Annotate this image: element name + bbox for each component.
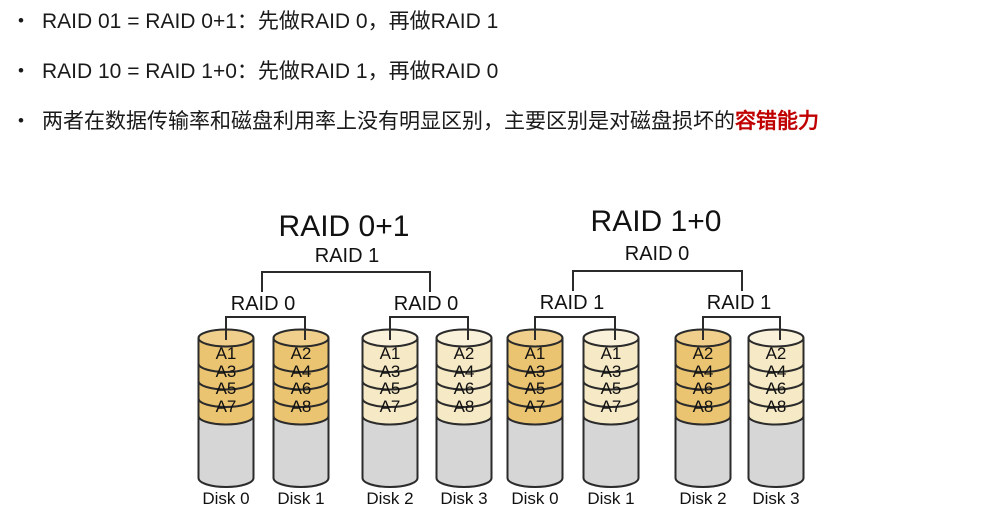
disk-cylinder-icon (272, 328, 330, 488)
bullet-item-difference: 两者在数据传输率和磁盘利用率上没有明显区别，主要区别是对磁盘损坏的容错能力 (18, 107, 819, 135)
disk-cylinder-icon (506, 328, 564, 488)
bullet-item-raid10: RAID 10 = RAID 1+0：先做RAID 1，再做RAID 0 (18, 57, 498, 85)
disk-raid01-disk2: A1 A3 A5 A7 Disk 2 (361, 328, 419, 508)
block-label: A5 (215, 379, 237, 398)
bracket-raid01-pair2 (389, 316, 469, 340)
disk-cylinder-icon (361, 328, 419, 488)
block-label: A2 (290, 344, 312, 363)
subgroup-label-raid1-a: RAID 1 (539, 292, 605, 314)
disk-raid01-disk3: A2 A4 A6 A8 Disk 3 (435, 328, 493, 508)
block-label: A3 (215, 362, 237, 381)
block-label: A8 (692, 397, 714, 416)
bracket-raid10-pair2 (702, 316, 781, 340)
bullet-highlight-text: 容错能力 (735, 110, 819, 133)
block-label: A1 (379, 344, 401, 363)
disk-label: Disk 2 (366, 489, 414, 508)
block-label: A8 (765, 397, 787, 416)
block-label: A1 (600, 344, 622, 363)
block-label: A1 (524, 344, 546, 363)
block-label: A2 (765, 344, 787, 363)
block-label: A3 (524, 362, 546, 381)
subgroup-label-raid0-b: RAID 0 (393, 293, 459, 315)
block-label: A8 (453, 397, 475, 416)
block-label: A6 (692, 379, 714, 398)
disk-label: Disk 1 (587, 489, 635, 508)
disk-raid10-disk1: A1 A3 A5 A7 Disk 1 (582, 328, 640, 508)
bracket-raid01-top (261, 271, 431, 292)
diagram-title-raid01: RAID 0+1 (278, 210, 410, 243)
bracket-raid01-pair1 (225, 316, 306, 340)
bracket-raid10-pair1 (534, 316, 616, 340)
block-label: A5 (600, 379, 622, 398)
block-label: A7 (215, 397, 237, 416)
disk-label: Disk 3 (440, 489, 488, 508)
block-label: A1 (215, 344, 237, 363)
block-label: A4 (290, 362, 312, 381)
bullet-item-raid01: RAID 01 = RAID 0+1：先做RAID 0，再做RAID 1 (18, 7, 498, 35)
disk-label: Disk 3 (752, 489, 800, 508)
disk-raid10-disk3: A2 A4 A6 A8 Disk 3 (747, 328, 805, 508)
block-label: A3 (600, 362, 622, 381)
block-label: A6 (290, 379, 312, 398)
subgroup-label-raid1-b: RAID 1 (706, 292, 772, 314)
block-label: A4 (765, 362, 787, 381)
group-label-raid0: RAID 0 (624, 243, 690, 265)
disk-cylinder-icon (747, 328, 805, 488)
disk-raid10-disk2: A2 A4 A6 A8 Disk 2 (674, 328, 732, 508)
bullet-text: RAID 10 = RAID 1+0：先做RAID 1，再做RAID 0 (42, 60, 499, 83)
bracket-raid10-top (572, 270, 743, 291)
block-label: A4 (453, 362, 475, 381)
disk-cylinder-icon (582, 328, 640, 488)
block-label: A8 (290, 397, 312, 416)
disk-label: Disk 0 (202, 489, 250, 508)
disk-raid01-disk1: A2 A4 A6 A8 Disk 1 (272, 328, 330, 508)
disk-cylinder-icon (435, 328, 493, 488)
block-label: A5 (379, 379, 401, 398)
bullet-text: 两者在数据传输率和磁盘利用率上没有明显区别，主要区别是对磁盘损坏的 (42, 110, 735, 133)
block-label: A2 (692, 344, 714, 363)
bullet-text: RAID 01 = RAID 0+1：先做RAID 0，再做RAID 1 (42, 10, 499, 33)
subgroup-label-raid0-a: RAID 0 (230, 293, 296, 315)
block-label: A2 (453, 344, 475, 363)
block-label: A7 (524, 397, 546, 416)
group-label-raid1: RAID 1 (314, 245, 380, 267)
block-label: A5 (524, 379, 546, 398)
disk-label: Disk 1 (277, 489, 325, 508)
disk-raid10-disk0: A1 A3 A5 A7 Disk 0 (506, 328, 564, 508)
block-label: A4 (692, 362, 714, 381)
block-label: A3 (379, 362, 401, 381)
disk-raid01-disk0: A1 A3 A5 A7 Disk 0 (197, 328, 255, 508)
block-label: A7 (600, 397, 622, 416)
disk-label: Disk 2 (679, 489, 727, 508)
disk-label: Disk 0 (511, 489, 559, 508)
block-label: A6 (765, 379, 787, 398)
diagram-title-raid10: RAID 1+0 (590, 205, 722, 238)
block-label: A6 (453, 379, 475, 398)
block-label: A7 (379, 397, 401, 416)
